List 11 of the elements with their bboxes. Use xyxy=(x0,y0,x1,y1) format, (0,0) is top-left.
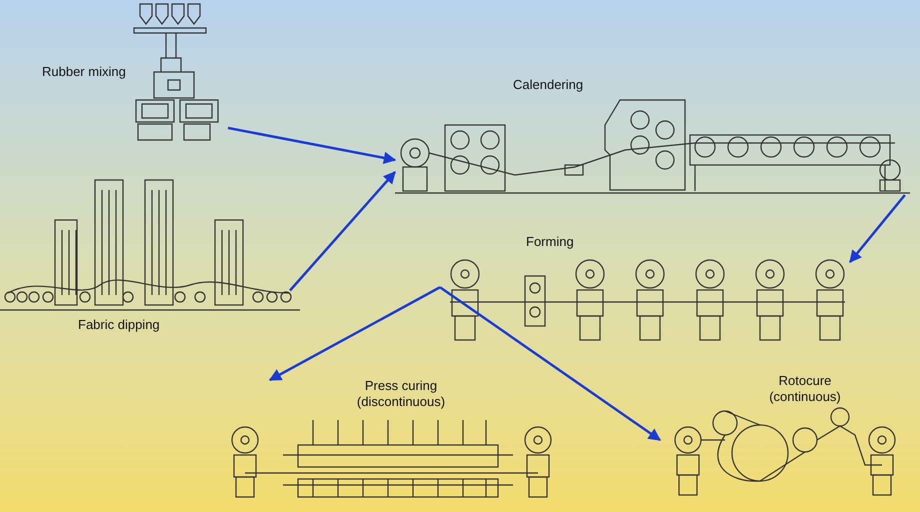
process-label: Calendering xyxy=(513,77,584,93)
process-label: Press curing (discontinuous) xyxy=(356,378,446,410)
arrow xyxy=(849,194,906,264)
process-label: Rotocure (continuous) xyxy=(768,373,842,405)
arrow xyxy=(289,171,396,292)
arrow xyxy=(439,286,662,442)
process-label: Forming xyxy=(526,234,575,250)
arrow xyxy=(228,126,396,164)
process-label: Rubber mixing xyxy=(42,64,127,80)
process-label: Fabric dipping xyxy=(78,317,161,333)
arrow xyxy=(268,286,441,382)
